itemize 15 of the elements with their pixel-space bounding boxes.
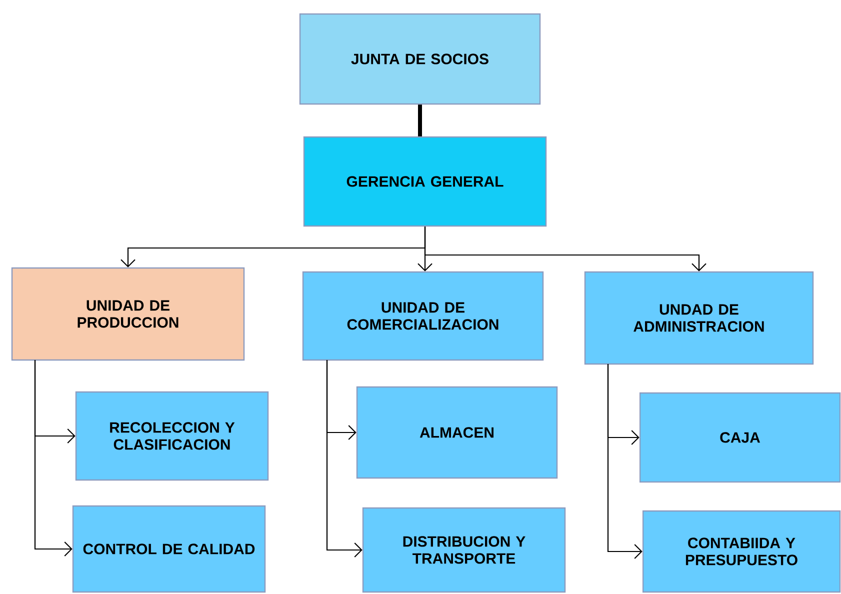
org-box: GERENCIA GENERAL: [303, 136, 547, 227]
connector-arrow: [34, 360, 72, 556]
org-box: RECOLECCION Y CLASIFICACION: [75, 391, 269, 481]
connector-arrow: [424, 226, 706, 272]
org-box: CONTROL DE CALIDAD: [72, 505, 266, 593]
org-box: CONTABIIDA Y PRESUPUESTO: [642, 510, 841, 593]
org-box: UNDAD DE ADMINISTRACION: [584, 271, 814, 365]
org-box: UNIDAD DE COMERCIALIZACION: [302, 271, 544, 361]
org-box: ALMACEN: [356, 386, 558, 479]
org-box: DISTRIBUCION Y TRANSPORTE: [362, 507, 566, 593]
connector-arrow: [326, 360, 362, 558]
connector-arrow: [607, 364, 642, 559]
org-box: CAJA: [639, 392, 841, 483]
org-box: JUNTA DE SOCIOS: [299, 13, 541, 105]
org-box: UNIDAD DE PRODUCCION: [11, 267, 245, 361]
